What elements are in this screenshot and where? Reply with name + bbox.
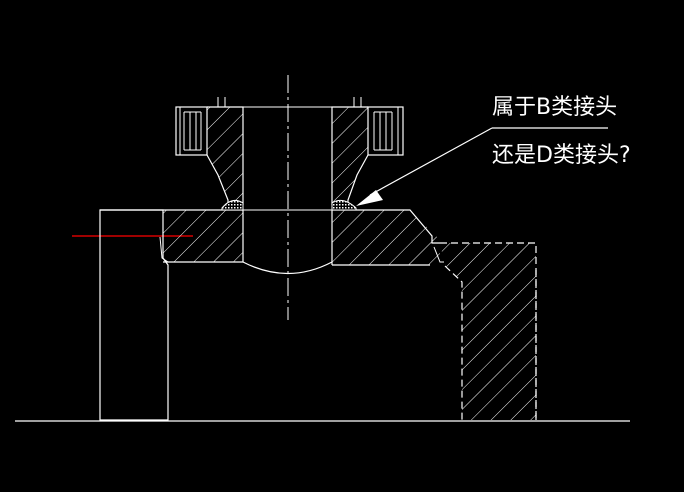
nozzle-flange	[175, 97, 404, 205]
left-notch	[159, 236, 169, 263]
weld-right	[331, 199, 357, 211]
weld-left	[221, 199, 244, 211]
cover-plate	[100, 209, 440, 275]
right-shell-wall	[433, 242, 537, 420]
leader-arrowhead	[356, 190, 383, 206]
weld-beads	[221, 199, 357, 211]
annotation-line1: 属于B类接头	[492, 95, 617, 120]
leader	[356, 127, 608, 206]
annotation-line2: 还是D类接头?	[492, 143, 631, 168]
left-shell-wall	[99, 209, 169, 421]
